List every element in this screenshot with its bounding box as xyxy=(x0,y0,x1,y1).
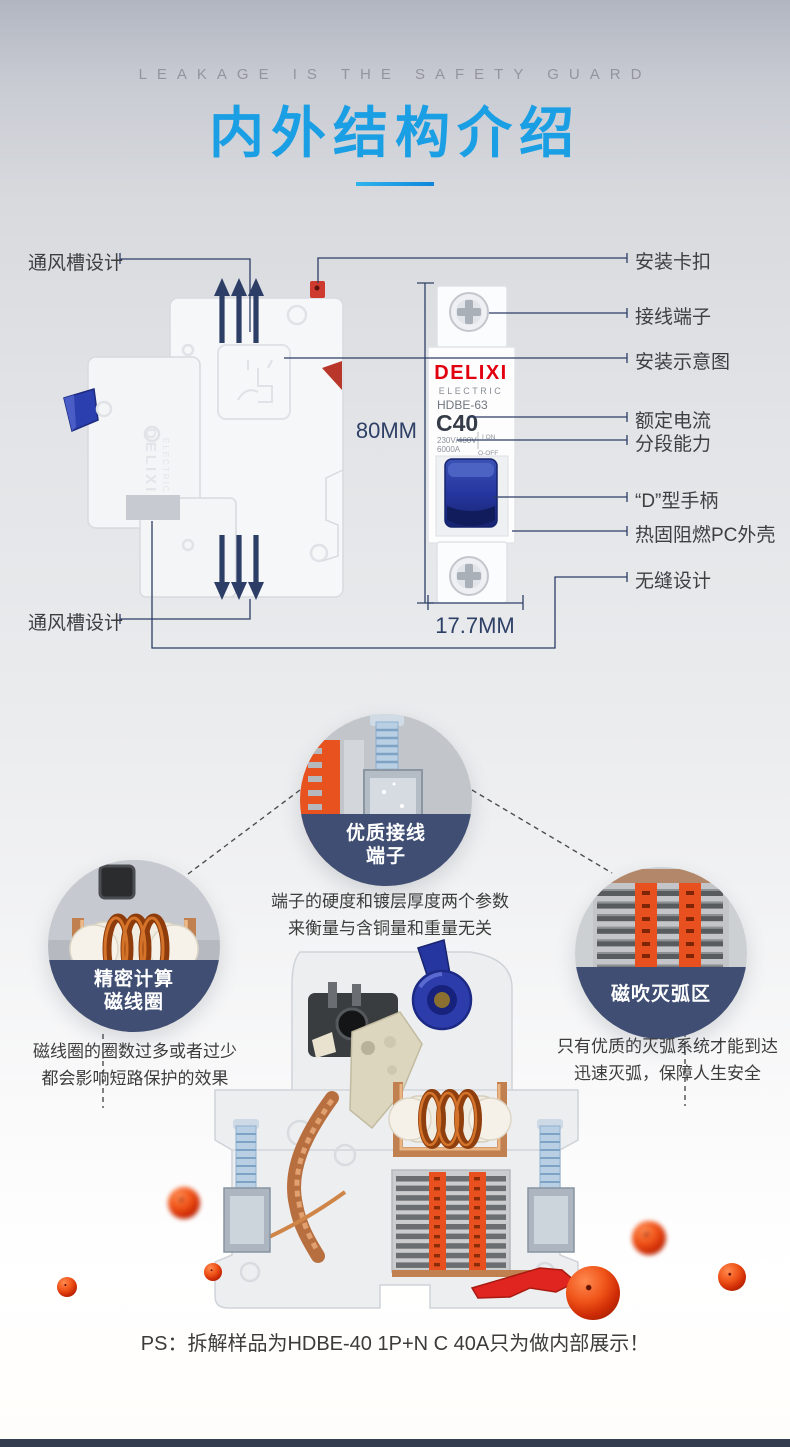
copper-braid xyxy=(287,1091,339,1263)
desc-terminal: 端子的硬度和镀层厚度两个参数 来衡量与含铜量和重量无关 xyxy=(271,892,509,938)
bead xyxy=(57,1277,77,1297)
bead xyxy=(204,1263,222,1281)
line-seamless xyxy=(151,521,628,649)
line-handle xyxy=(493,492,628,502)
arc-chute xyxy=(391,1169,534,1277)
desc-arc: 只有优质的灭弧系统才能到达 迅速灭弧，保障人生安全 xyxy=(557,1037,778,1083)
feature-title: 优质接线 xyxy=(345,823,426,844)
side-embossed-series: ELECTRIC xyxy=(161,438,170,494)
red-wedge xyxy=(322,361,342,390)
front-breaking-capacity: 6000A xyxy=(437,445,461,454)
terminal-left xyxy=(223,1119,271,1253)
latch-lever xyxy=(349,1011,423,1130)
footnote: PS：拆解样品为HDBE-40 1P+N C 40A只为做内部展示！ xyxy=(140,1333,650,1355)
label-terminal: 接线端子 xyxy=(635,307,712,328)
feature-circle-arc: 磁吹灭弧区 xyxy=(575,867,747,1039)
line-terminal xyxy=(489,308,628,318)
line-breaking xyxy=(457,435,628,445)
side-embossed-brand: DELIXI xyxy=(142,428,159,494)
dashed-connectors xyxy=(102,789,686,1108)
feature-title: 精密计算 xyxy=(93,969,174,990)
desc-coil: 磁线圈的圈数过多或者过少 都会影响短路保护的效果 xyxy=(33,1042,237,1088)
line-vent-top xyxy=(119,253,251,332)
side-label-plate xyxy=(126,495,180,520)
label-install-clip: 安装卡扣 xyxy=(635,252,712,273)
bead xyxy=(632,1221,666,1255)
line-vent-bottom xyxy=(119,599,251,624)
feature-title: 端子 xyxy=(365,846,406,867)
label-d-handle: “D”型手柄 xyxy=(635,491,719,512)
breaker-side-view: DELIXI ELECTRIC xyxy=(63,281,344,598)
front-series: ELECTRIC xyxy=(439,386,504,396)
label-vent-bottom: 通风槽设计 xyxy=(28,613,124,634)
banner-arc: 磁吹灭弧区 xyxy=(575,967,747,1039)
feature-title: 磁线圈 xyxy=(103,992,164,1013)
label-vent-top: 通风槽设计 xyxy=(28,253,124,274)
banner-terminal: 优质接线 端子 xyxy=(300,814,472,886)
red-release-lever xyxy=(470,1267,578,1299)
label-pc-housing: 热固阻燃PC外壳 xyxy=(635,525,776,546)
bead xyxy=(718,1263,746,1291)
page-title: 内外结构介绍 xyxy=(208,102,581,164)
bottom-bar xyxy=(0,1439,790,1447)
label-breaking: 分段能力 xyxy=(635,434,712,455)
dim-width-label: 17.7MM xyxy=(435,613,515,638)
front-off-mark: O-OFF xyxy=(478,450,498,457)
line-install-diagram xyxy=(284,353,628,363)
feature-circle-coil: 精密计算 磁线圈 xyxy=(48,860,220,1032)
front-handle xyxy=(444,458,498,528)
front-model: HDBE-63 xyxy=(437,398,488,412)
line-install-clip xyxy=(317,253,628,283)
callout-lines xyxy=(119,253,628,649)
bead xyxy=(566,1266,620,1320)
feature-circle-terminal: 优质接线 端子 xyxy=(300,714,472,886)
terminal-screw-bottom xyxy=(449,556,489,596)
front-current-rating: C40 xyxy=(436,410,478,436)
dim-height-label: 80MM xyxy=(355,418,417,443)
bead xyxy=(168,1187,200,1219)
cutaway-handle xyxy=(411,939,473,1031)
label-seamless: 无缝设计 xyxy=(635,571,712,592)
terminal-right xyxy=(527,1119,575,1253)
title-underline xyxy=(356,182,434,186)
line-rated-current xyxy=(468,412,628,422)
breaker-cutaway xyxy=(214,939,579,1309)
front-brand: DELIXI xyxy=(434,362,507,384)
label-rated-current: 额定电流 xyxy=(635,411,712,432)
feature-title: 磁吹灭弧区 xyxy=(610,984,711,1005)
front-on-mark: I ON xyxy=(482,434,496,441)
dimension-lines xyxy=(417,282,524,610)
magnetic-coil xyxy=(388,1082,512,1157)
line-housing xyxy=(512,526,628,536)
dim-17mm-line xyxy=(427,595,524,610)
engraved-wiring-diagram xyxy=(217,344,291,420)
tagline: LEAKAGE IS THE SAFETY GUARD xyxy=(138,66,652,83)
banner-coil: 精密计算 磁线圈 xyxy=(48,960,220,1032)
terminal-screw-top xyxy=(449,292,489,332)
breaker-front-view: DELIXI ELECTRIC HDBE-63 C40 230V/400V ~ … xyxy=(427,285,516,604)
label-install-diagram: 安装示意图 xyxy=(635,352,731,373)
